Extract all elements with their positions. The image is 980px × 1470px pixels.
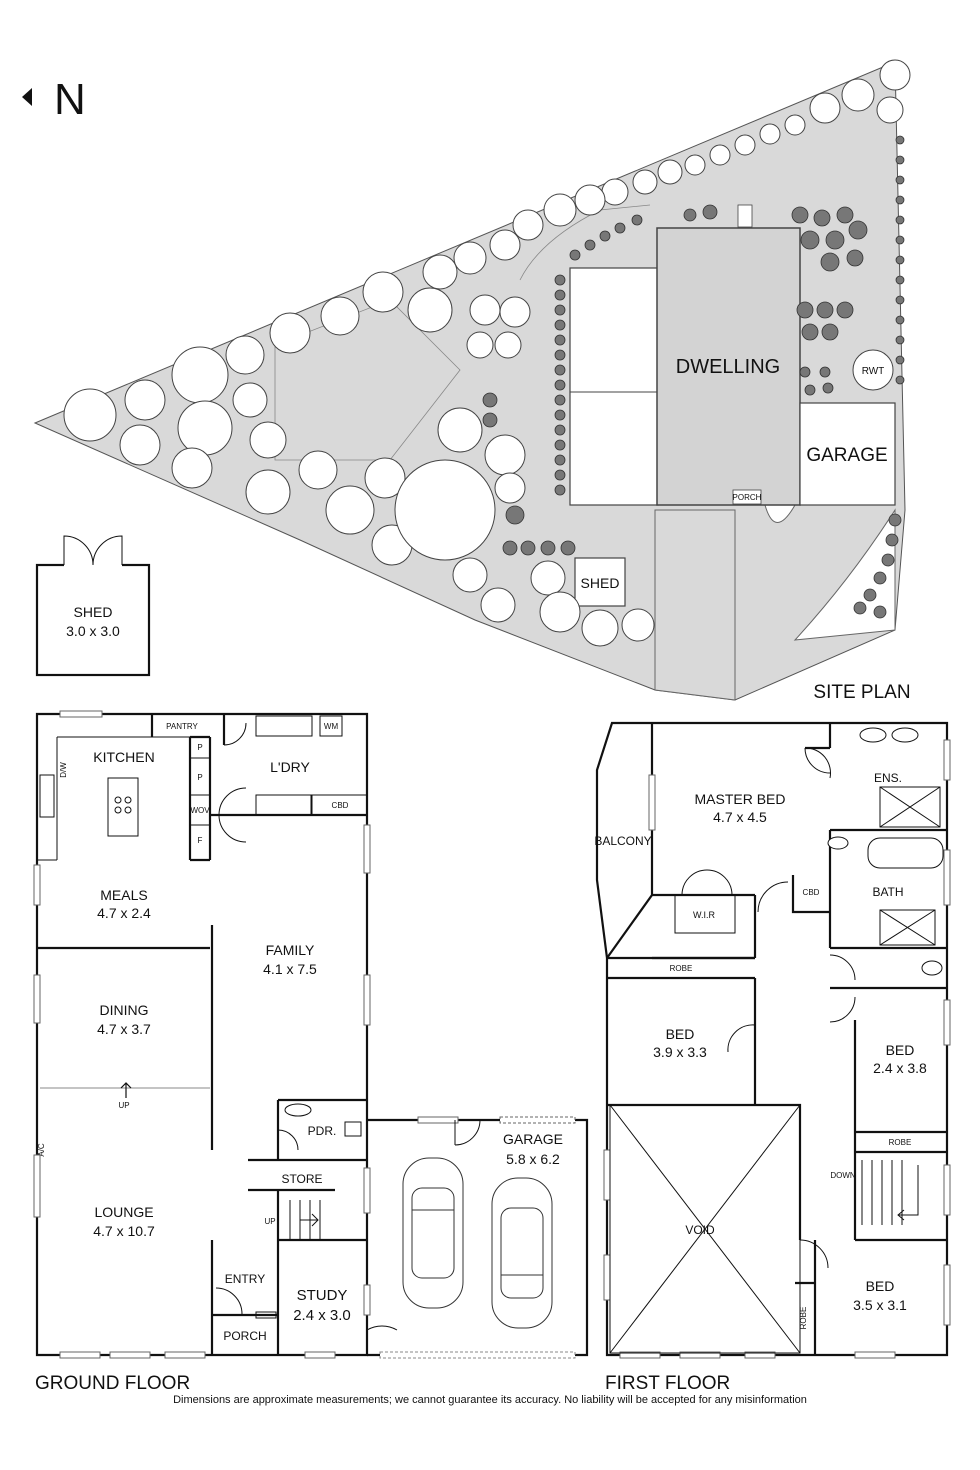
ff-master-label: MASTER BED <box>694 791 785 807</box>
gf-family-label: FAMILY <box>266 942 315 958</box>
gf-study-label: STUDY <box>297 1287 348 1304</box>
hedge-rows <box>482 135 905 619</box>
ff-down-label: DOWN <box>830 1171 856 1180</box>
site-shed-label: SHED <box>581 575 620 591</box>
ground-floor-plan: PANTRY KITCHEN P P WOV F D/W WM L'DRY CB… <box>33 710 589 1394</box>
gf-meals-dims: 4.7 x 2.4 <box>97 905 151 921</box>
site-porch-label: PORCH <box>733 493 762 502</box>
ff-robe3-label: ROBE <box>799 1307 808 1330</box>
ff-balcony-label: BALCONY <box>594 834 651 848</box>
gf-cbd-label: CBD <box>332 801 349 810</box>
north-label: N <box>54 75 86 124</box>
ff-void-label: VOID <box>685 1223 715 1237</box>
ff-bed1-dims: 3.9 x 3.3 <box>653 1044 707 1060</box>
north-arrow-icon <box>22 88 32 106</box>
gf-ac-label: A/C <box>37 1143 46 1157</box>
ff-robe2-label: ROBE <box>889 1138 912 1147</box>
first-floor-title: FIRST FLOOR <box>605 1373 730 1394</box>
gf-laundry-label: L'DRY <box>270 759 310 775</box>
dwelling-block <box>656 227 801 506</box>
disclaimer-text: Dimensions are approximate measurements;… <box>173 1394 807 1406</box>
gf-family-dims: 4.1 x 7.5 <box>263 961 317 977</box>
gf-wm-label: WM <box>324 722 339 731</box>
gf-porch-label: PORCH <box>223 1329 266 1343</box>
site-garage-label: GARAGE <box>806 445 887 466</box>
site-plan-title: SITE PLAN <box>813 682 910 703</box>
gf-kitchen-label: KITCHEN <box>93 749 154 765</box>
gf-store-label: STORE <box>281 1172 322 1186</box>
site-rwt-label: RWT <box>862 366 885 377</box>
ff-bed2-label: BED <box>886 1042 915 1058</box>
ff-wir-label: W.I.R <box>693 910 715 920</box>
car-icon-right <box>491 1177 553 1329</box>
site-dwelling-label: DWELLING <box>676 356 780 378</box>
gf-lounge-dims: 4.7 x 10.7 <box>93 1223 155 1239</box>
gf-meals-label: MEALS <box>100 887 147 903</box>
gf-entry-label: ENTRY <box>225 1272 265 1286</box>
gf-wov-label: WOV <box>190 806 210 815</box>
ground-floor-title: GROUND FLOOR <box>35 1373 190 1394</box>
ff-bed2-dims: 2.4 x 3.8 <box>873 1060 927 1076</box>
gf-p2-label: P <box>197 773 202 782</box>
gf-dining-dims: 4.7 x 3.7 <box>97 1021 151 1037</box>
ff-bed1-label: BED <box>666 1026 695 1042</box>
ff-robe1-label: ROBE <box>670 964 693 973</box>
garage-block <box>799 402 896 506</box>
ff-bath-label: BATH <box>872 885 903 899</box>
ff-bed3-dims: 3.5 x 3.1 <box>853 1297 907 1313</box>
ff-bed3-label: BED <box>866 1278 895 1294</box>
gf-lounge-label: LOUNGE <box>94 1204 153 1220</box>
gf-p1-label: P <box>197 743 202 752</box>
gf-pantry-label: PANTRY <box>166 722 198 731</box>
ff-ens-label: ENS. <box>874 771 902 785</box>
gf-stair-up-label: UP <box>264 1217 275 1226</box>
tree-row-north <box>63 59 911 647</box>
first-floor-plan: MASTER BED 4.7 x 4.5 ENS. BALCONY W.I.R … <box>594 721 951 1394</box>
gf-up-label: UP <box>118 1101 129 1110</box>
site-shed-block <box>574 557 626 607</box>
gf-pdr-label: PDR. <box>308 1124 337 1138</box>
shed-dims: 3.0 x 3.0 <box>66 623 120 639</box>
gf-garage-dims: 5.8 x 6.2 <box>506 1151 560 1167</box>
gf-garage-label: GARAGE <box>503 1131 563 1147</box>
shed-detail: SHED 3.0 x 3.0 <box>35 535 151 677</box>
gf-f-label: F <box>198 836 203 845</box>
site-plan: DWELLING GARAGE PORCH SHED RWT SITE PLAN <box>33 59 911 703</box>
car-icon-left <box>402 1157 464 1309</box>
gf-study-dims: 2.4 x 3.0 <box>293 1307 351 1324</box>
shed-name: SHED <box>74 604 113 620</box>
gf-dining-label: DINING <box>100 1002 149 1018</box>
rainwater-tank <box>852 349 894 391</box>
large-tree <box>394 459 496 561</box>
gf-dw-label: D/W <box>59 762 68 778</box>
ff-master-dims: 4.7 x 4.5 <box>713 809 767 825</box>
ff-cbd-label: CBD <box>803 888 820 897</box>
